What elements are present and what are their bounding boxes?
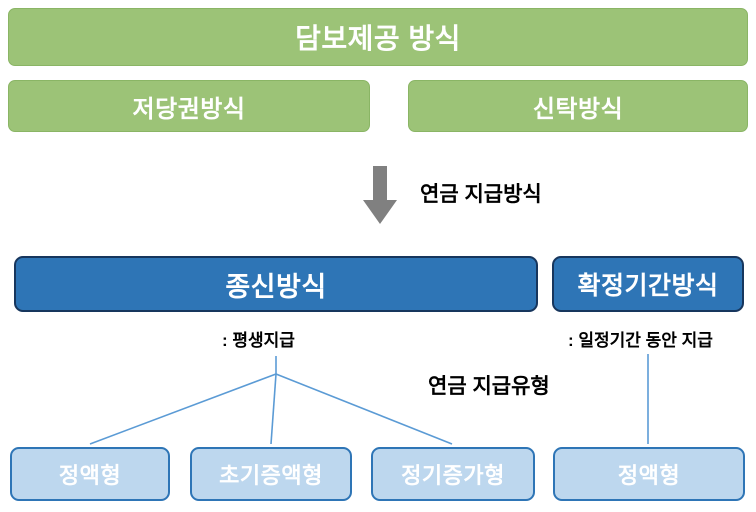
payment-type-label-2: 초기증액형 [219,463,323,488]
collateral-method-mortgage-box: 저당권방식 [8,80,370,132]
payment-method-fixed-term-note: : 일정기간 동안 지급 [568,331,713,350]
payment-type-fixed-amount-box-1: 정액형 [10,447,170,501]
payment-method-fixed-term-box: 확정기간방식 [552,256,744,312]
payment-method-lifetime-box: 종신방식 [14,256,538,312]
pension-type-label: 연금 지급유형 [428,375,550,398]
payment-type-label-3: 정기증가형 [401,463,505,488]
collateral-method-trust-label: 신탁방식 [532,95,624,123]
payment-type-fixed-amount-box-2: 정액형 [553,447,745,501]
collateral-method-mortgage-label: 저당권방식 [132,95,246,123]
collateral-method-title-label: 담보제공 방식 [295,23,461,54]
down-arrow-icon [363,166,397,224]
payment-method-lifetime-note: : 평생지급 [222,331,295,350]
pension-payment-method-label: 연금 지급방식 [420,183,542,206]
collateral-method-title-box: 담보제공 방식 [8,8,748,66]
payment-method-lifetime-label: 종신방식 [225,271,327,302]
payment-type-initial-increase-box: 초기증액형 [190,447,352,501]
payment-type-label-4: 정액형 [617,463,681,488]
payment-type-periodic-increase-box: 정기증가형 [371,447,535,501]
payment-type-label-1: 정액형 [58,463,122,488]
payment-method-fixed-term-label: 확정기간방식 [577,272,719,300]
collateral-method-trust-box: 신탁방식 [408,80,748,132]
